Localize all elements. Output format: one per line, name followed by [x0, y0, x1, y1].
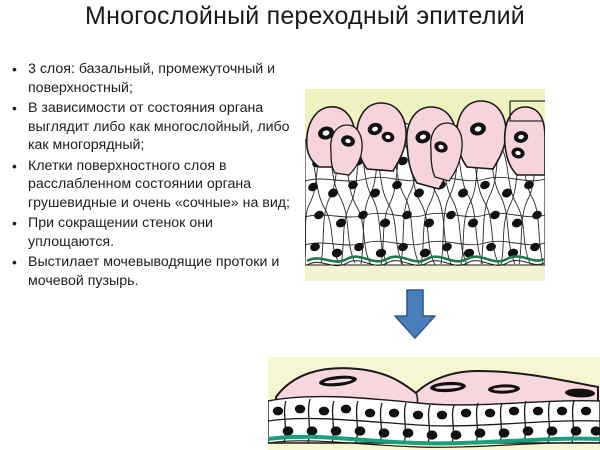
- figure-relaxed-epithelium: [305, 89, 545, 281]
- bullet-marker-icon: •: [12, 157, 17, 174]
- list-item: • При сокращении стенок они уплощаются.: [6, 214, 292, 251]
- list-item: • 3 слоя: базальный, промежуточный и пов…: [6, 60, 292, 97]
- bullet-list: • 3 слоя: базальный, промежуточный и пов…: [6, 60, 292, 292]
- surface-nuclei: [319, 375, 595, 398]
- basement-membrane-outline: [306, 259, 545, 267]
- surface-nuclei: [318, 122, 529, 159]
- bullet-marker-icon: •: [12, 215, 17, 231]
- annotation-bracket: [509, 101, 543, 122]
- basement-membrane: [306, 255, 545, 263]
- page-title: Многослойный переходный эпителий: [85, 2, 525, 30]
- list-item-text: В зависимости от состояния органа выгляд…: [28, 100, 290, 153]
- figure-stretched-epithelium: [268, 357, 600, 450]
- list-item: • Клетки поверхностного слоя в расслабле…: [6, 157, 292, 213]
- basement-membrane-outline: [268, 440, 600, 448]
- list-item: • Выстилает мочевыводящие протоки и моче…: [6, 253, 292, 290]
- basement-membrane: [268, 434, 600, 446]
- relaxed-epithelium-illustration: [305, 89, 545, 281]
- list-item-text: Клетки поверхностного слоя в расслабленн…: [28, 157, 290, 211]
- intermediate-cell-layer: [268, 395, 600, 444]
- intermediate-nuclei: [272, 404, 600, 440]
- bullet-marker-icon: •: [12, 61, 17, 77]
- surface-cell-layer: [305, 100, 545, 190]
- arrow-down-icon: [394, 289, 436, 339]
- list-item-text: При сокращении стенок они уплощаются.: [28, 215, 213, 250]
- transition-arrow: [392, 288, 438, 340]
- bullet-marker-icon: •: [12, 100, 17, 116]
- list-item-text: Выстилает мочевыводящие протоки и мочево…: [28, 254, 280, 289]
- stretched-epithelium-illustration: [268, 357, 600, 450]
- list-item: • В зависимости от состояния органа выгл…: [6, 99, 292, 155]
- list-item-text: 3 слоя: базальный, промежуточный и повер…: [28, 61, 276, 96]
- bullet-marker-icon: •: [12, 254, 17, 270]
